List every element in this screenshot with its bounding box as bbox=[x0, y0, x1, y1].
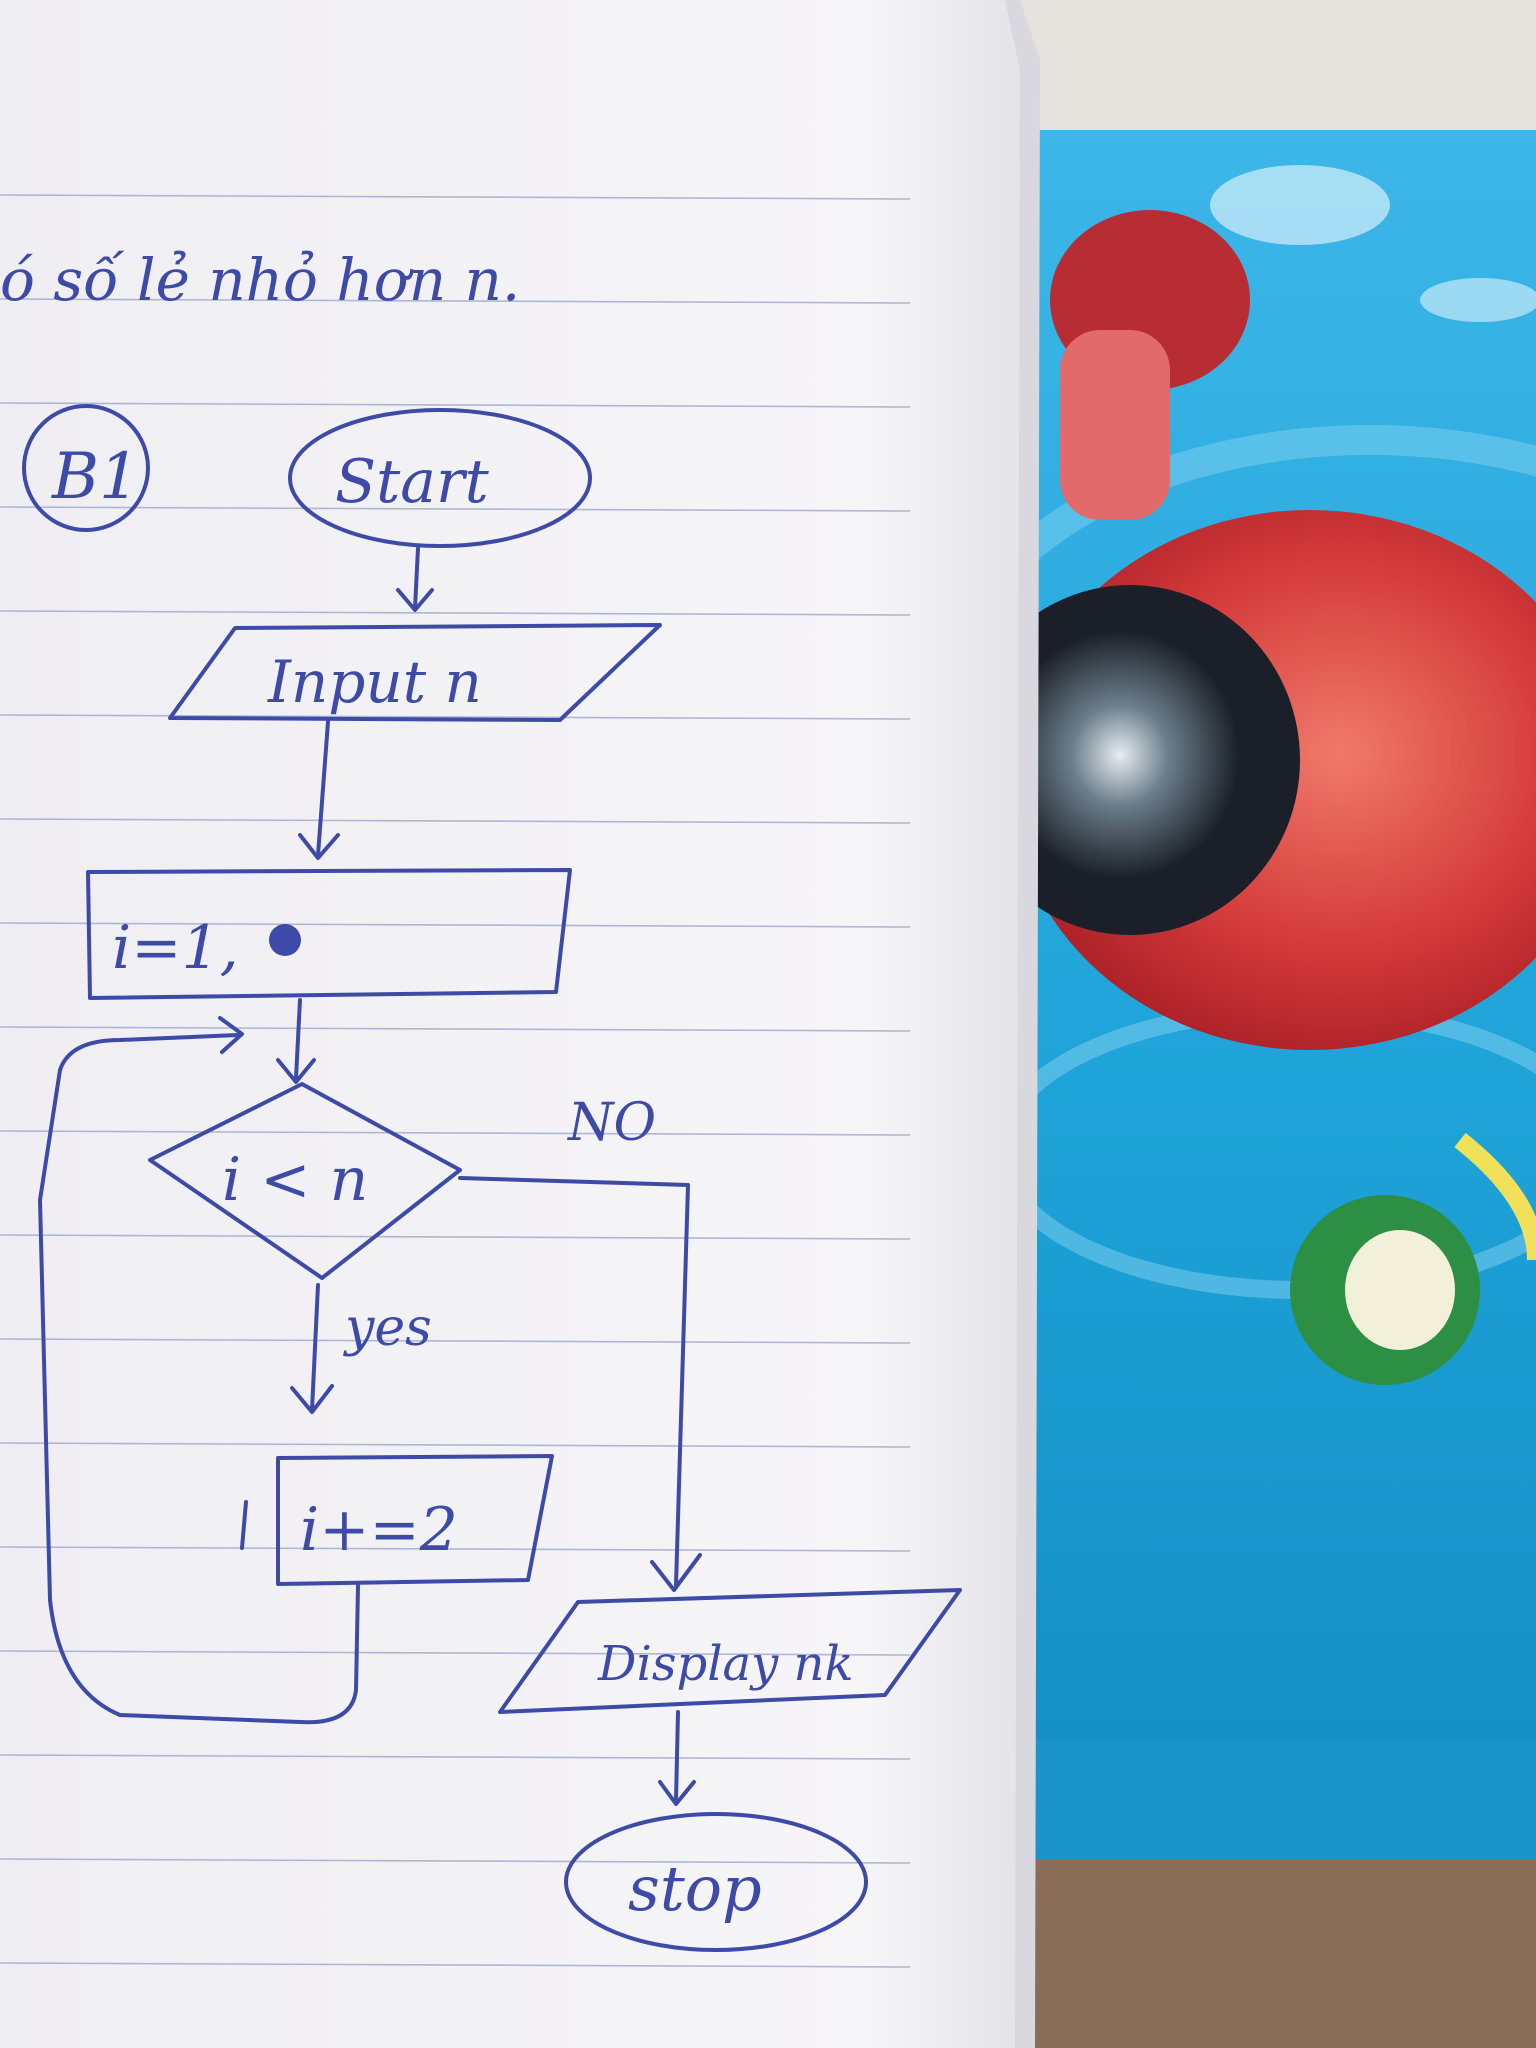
ruled-line bbox=[0, 1546, 911, 1552]
no-label: NO bbox=[566, 1093, 656, 1153]
input-text: Input n bbox=[267, 648, 482, 716]
ruled-line bbox=[0, 610, 911, 616]
ruled-line bbox=[0, 298, 911, 304]
ruled-line bbox=[0, 1130, 911, 1136]
increment-text: i+=2 bbox=[300, 1495, 458, 1565]
notebook-page bbox=[0, 0, 1040, 2048]
ruled-line bbox=[0, 1026, 911, 1032]
decision-diamond bbox=[148, 1082, 462, 1280]
ruled-line bbox=[0, 1234, 911, 1240]
ruled-line bbox=[0, 818, 911, 824]
input-parallelogram bbox=[168, 623, 662, 722]
ruled-line bbox=[0, 714, 911, 720]
increment-side-mark bbox=[240, 1500, 248, 1550]
display-parallelogram bbox=[498, 1588, 962, 1714]
toy-figure bbox=[960, 210, 1536, 1385]
step-label: B1 bbox=[51, 440, 140, 514]
arrow-display-to-stop bbox=[658, 1710, 696, 1806]
start-text: Start bbox=[335, 447, 490, 517]
ruled-line bbox=[0, 1962, 911, 1968]
decision-text: i < n bbox=[222, 1145, 368, 1215]
arrow-input-to-init bbox=[298, 720, 340, 860]
ink-blot bbox=[269, 924, 301, 956]
stop-terminator bbox=[564, 1812, 868, 1952]
ruled-line bbox=[0, 1338, 911, 1344]
handwritten-flowchart: ó số lẻ nhỏ hơn n. B1 Start Input n i=1,… bbox=[0, 246, 962, 1952]
arrow-no-branch bbox=[458, 1176, 702, 1592]
ruled-line bbox=[0, 402, 911, 408]
arrow-yes-branch bbox=[290, 1283, 334, 1414]
display-text: Display nk bbox=[597, 1636, 854, 1692]
header-note: ó số lẻ nhỏ hơn n. bbox=[0, 246, 520, 314]
ruled-lines bbox=[0, 194, 911, 1968]
start-terminator bbox=[288, 408, 592, 548]
ruled-line bbox=[0, 1858, 911, 1864]
ruled-line bbox=[0, 1442, 911, 1448]
ruled-line bbox=[0, 194, 911, 200]
init-text: i=1, bbox=[112, 913, 239, 983]
stop-text: stop bbox=[628, 1852, 762, 1925]
ruled-line bbox=[0, 1754, 911, 1760]
ruled-line bbox=[0, 922, 911, 928]
arrow-init-to-decision bbox=[276, 998, 316, 1084]
init-process-box bbox=[86, 868, 572, 1000]
increment-process-box bbox=[276, 1454, 554, 1586]
arrow-start-to-input bbox=[396, 546, 434, 612]
loop-back-arrow bbox=[38, 1016, 360, 1725]
ruled-line bbox=[0, 506, 911, 512]
yes-label: yes bbox=[343, 1298, 432, 1358]
ruled-line bbox=[0, 1650, 911, 1656]
step-circle bbox=[22, 404, 150, 532]
